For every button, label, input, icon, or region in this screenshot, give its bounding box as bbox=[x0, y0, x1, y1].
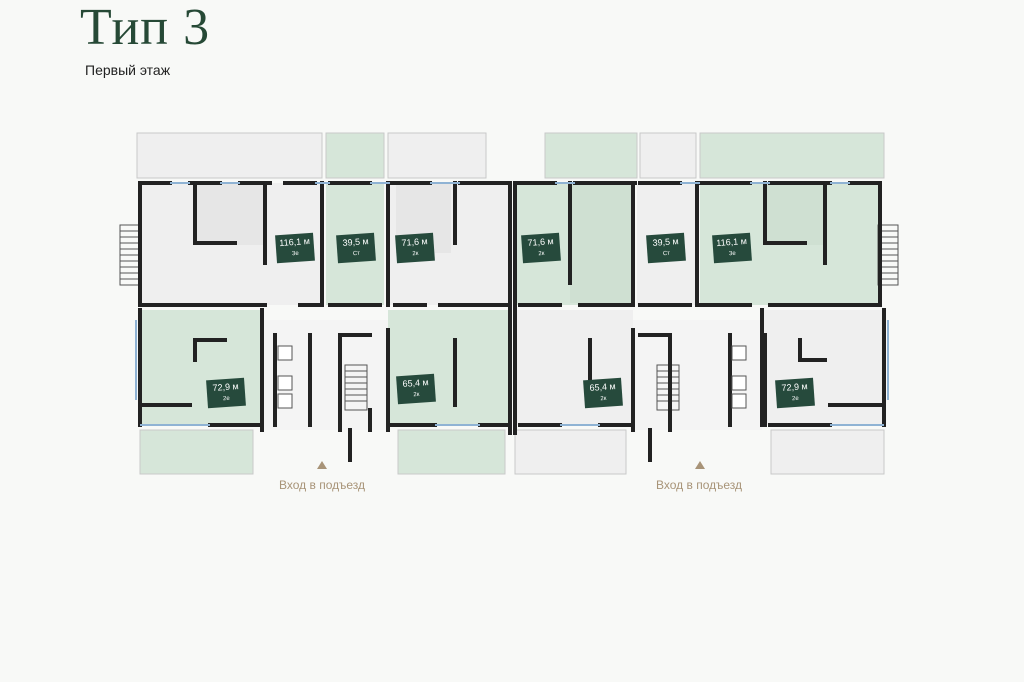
entrance-arrow-icon bbox=[695, 461, 705, 469]
entrance-arrow-icon bbox=[317, 461, 327, 469]
entrance-label-left: Вход в подъезд bbox=[279, 478, 365, 492]
terraces-bottom bbox=[139, 429, 885, 475]
entrance-label-right: Вход в подъезд bbox=[656, 478, 742, 492]
page-title: Тип 3 bbox=[80, 0, 211, 56]
elevator-icons bbox=[277, 345, 747, 409]
staircases bbox=[119, 224, 899, 411]
page-subtitle: Первый этаж bbox=[85, 62, 171, 78]
walls bbox=[138, 181, 886, 462]
terraces-top bbox=[136, 132, 885, 179]
